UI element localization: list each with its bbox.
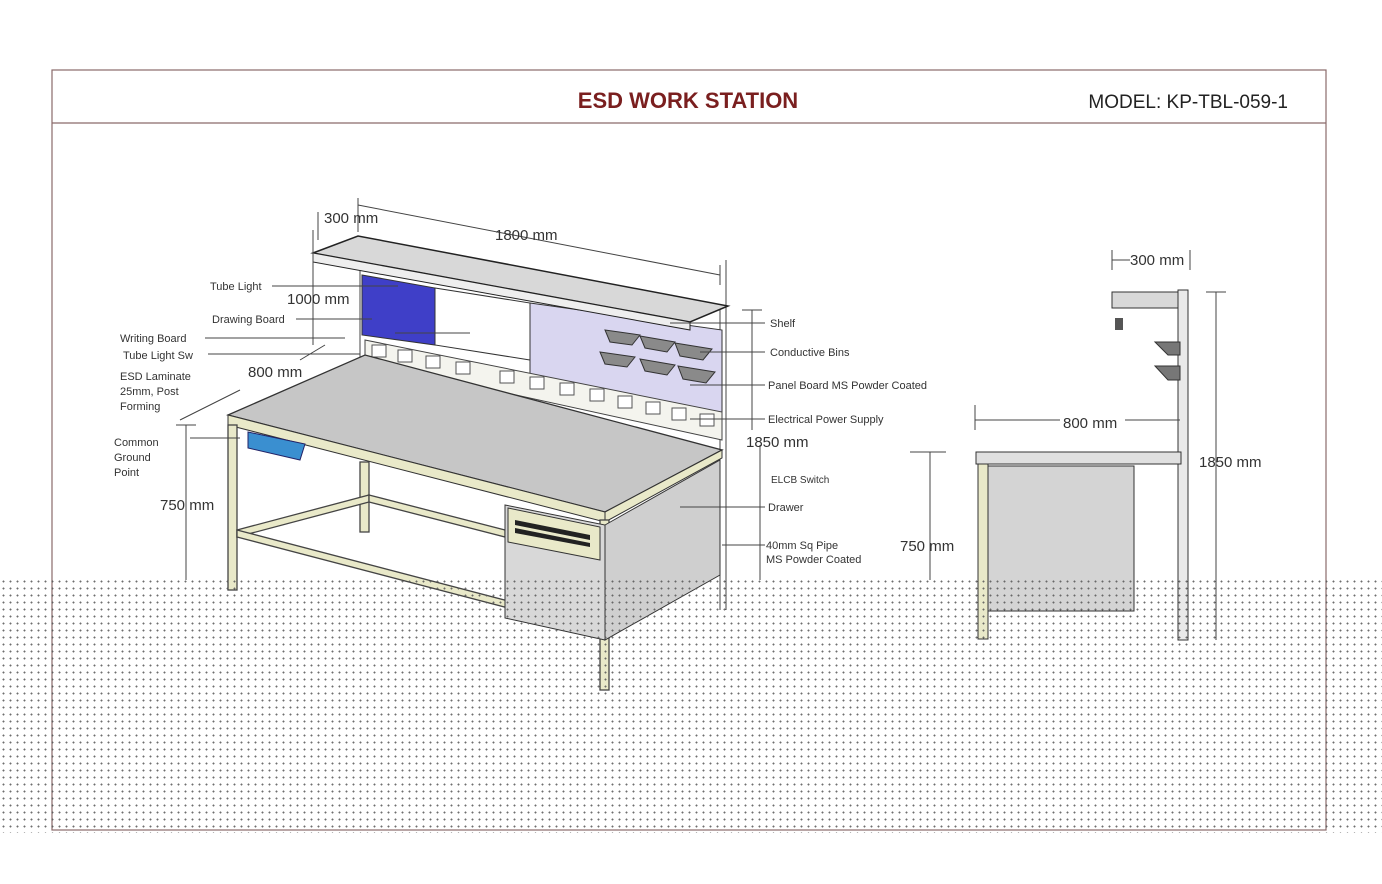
label-drawing-board: Drawing Board (212, 314, 285, 326)
dim-desk-height: 750 mm (160, 497, 214, 514)
leader-lines (190, 285, 765, 546)
label-shelf: Shelf (770, 318, 796, 330)
model-number: MODEL: KP-TBL-059-1 (1088, 92, 1288, 113)
label-elcb-switch: ELCB Switch (771, 475, 829, 486)
label-drawer: Drawer (768, 502, 804, 514)
label-ground-3: Point (114, 467, 139, 479)
side-dim-shelf-depth: 300 mm (1130, 252, 1184, 269)
drawer (507, 507, 601, 561)
label-tube-light-switch: Tube Light Sw (123, 350, 193, 362)
label-power-supply: Electrical Power Supply (768, 414, 884, 426)
label-tube-light: Tube Light (210, 281, 262, 293)
dim-total-height: 1850 mm (746, 434, 809, 451)
side-dim-desk-height: 750 mm (900, 538, 954, 555)
common-ground-point (247, 431, 306, 461)
dim-desk-depth: 800 mm (248, 364, 302, 381)
label-esd-laminate: ESD Laminate (120, 371, 191, 383)
dimension-lines (176, 198, 946, 580)
label-esd-laminate-2: 25mm, Post (120, 386, 179, 398)
conductive-bins (599, 329, 716, 384)
label-ground-2: Ground (114, 452, 151, 464)
label-conductive-bins: Conductive Bins (770, 347, 850, 359)
dotted-overlay (0, 578, 1382, 833)
label-pipe-1: 40mm Sq Pipe (766, 540, 838, 552)
dim-width: 1800 mm (495, 227, 558, 244)
side-dim-desk-depth: 800 mm (1063, 415, 1117, 432)
label-esd-laminate-3: Forming (120, 401, 160, 413)
label-pipe-2: MS Powder Coated (766, 554, 861, 566)
dim-panel-height: 1000 mm (287, 291, 350, 308)
sockets (371, 344, 715, 427)
label-ground-1: Common (114, 437, 159, 449)
side-dim-total-height: 1850 mm (1199, 454, 1262, 471)
dim-shelf-depth: 300 mm (324, 210, 378, 227)
label-panel-board: Panel Board MS Powder Coated (768, 380, 927, 392)
page-title: ESD WORK STATION (578, 88, 798, 113)
label-writing-board: Writing Board (120, 333, 186, 345)
